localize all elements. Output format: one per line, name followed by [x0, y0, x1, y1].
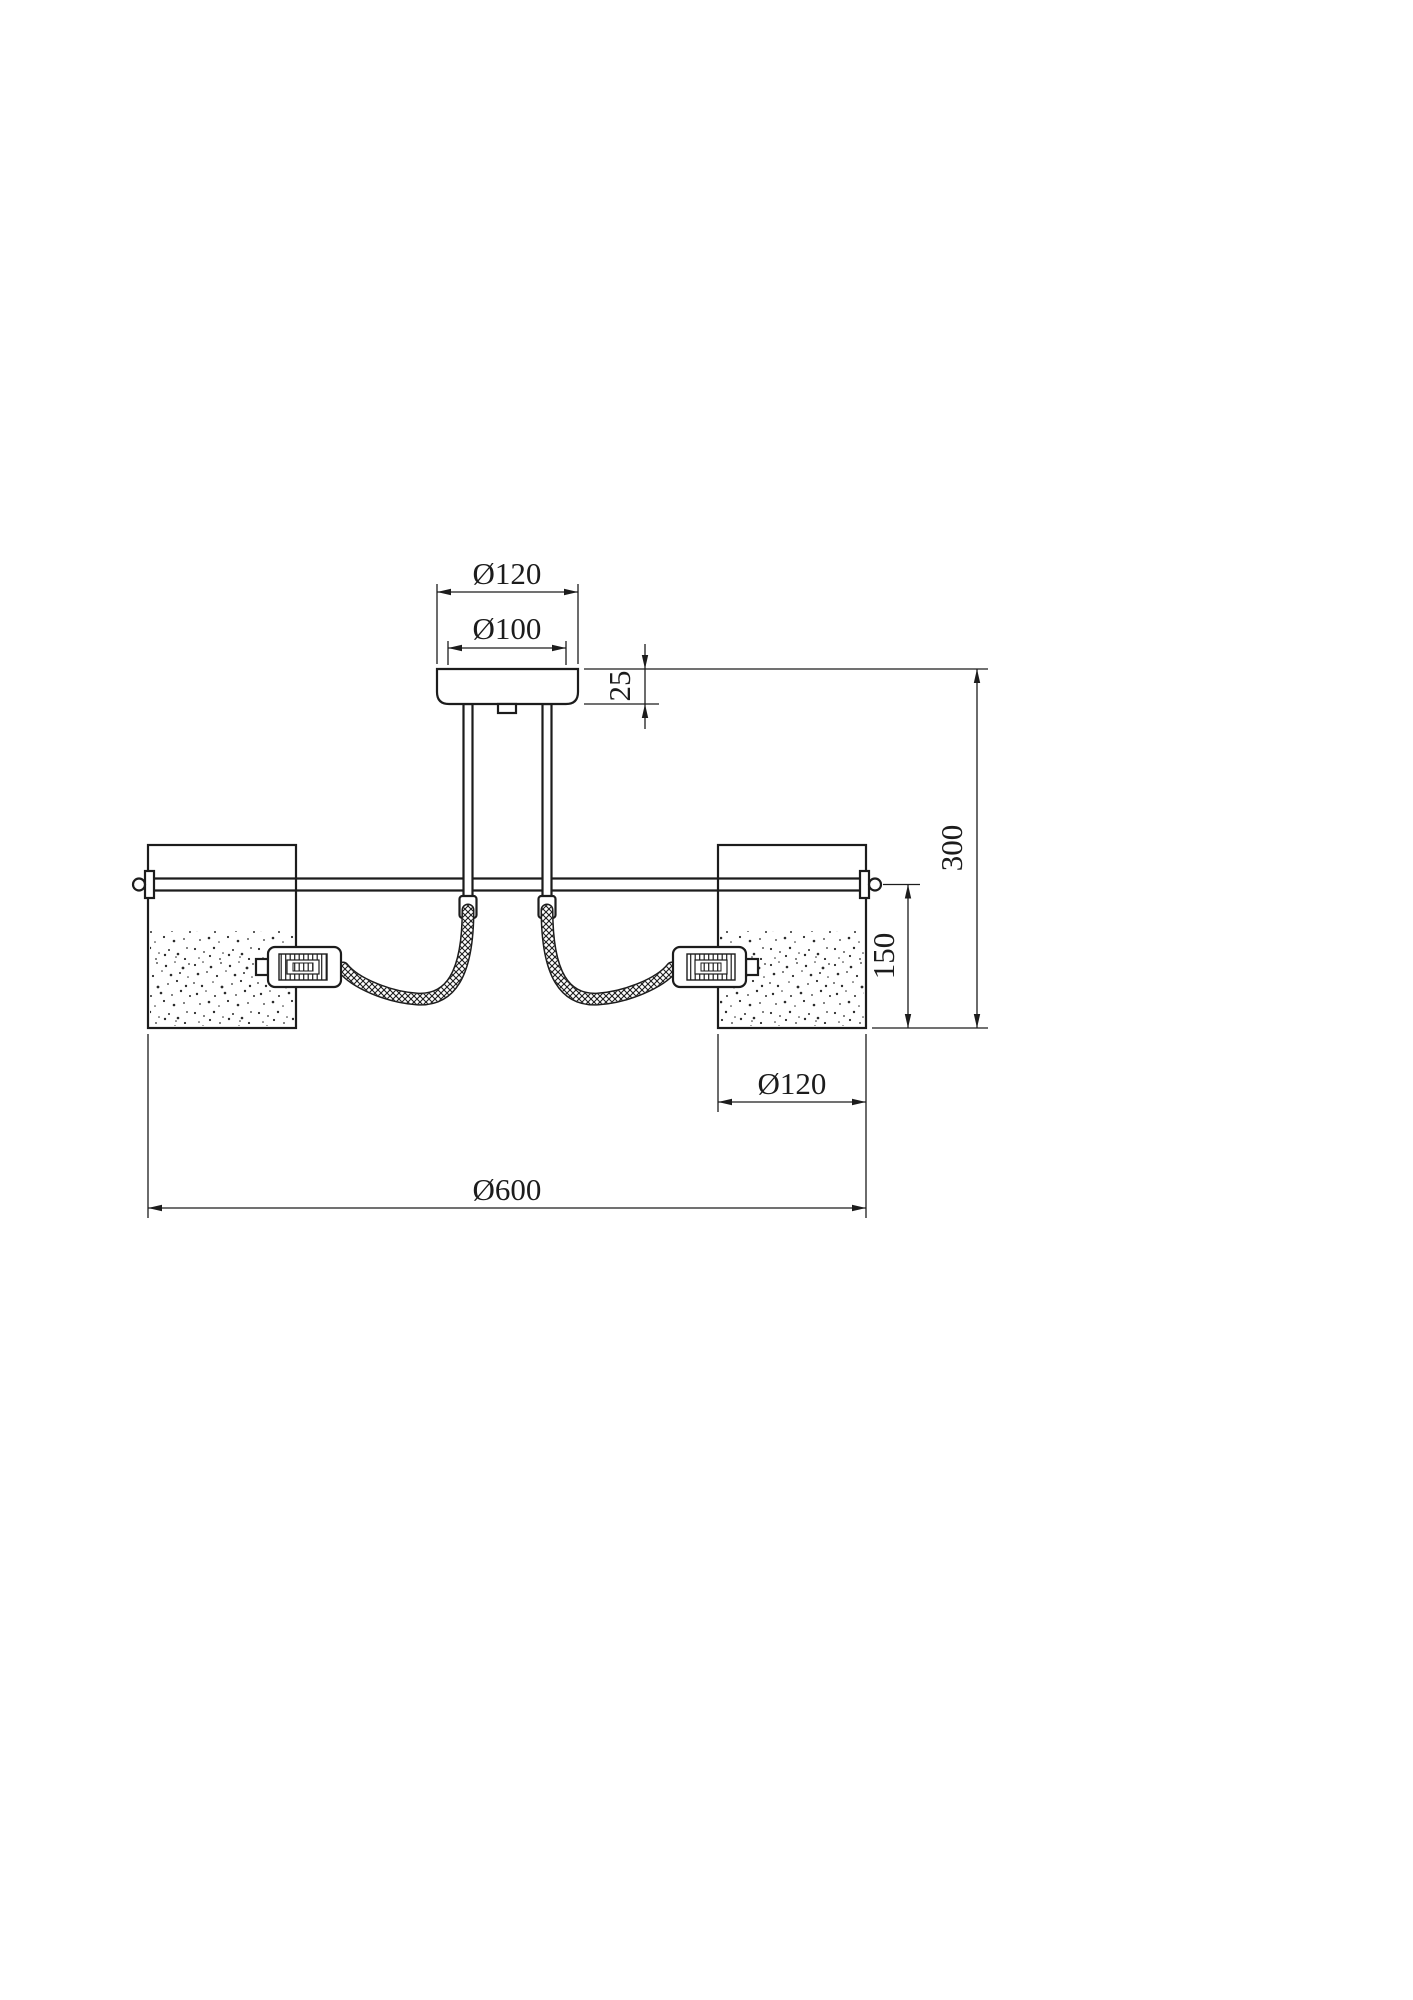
dim-canopy-inner-diameter: Ø100 — [447, 611, 567, 665]
ceiling-canopy — [435, 667, 580, 715]
canopy-nipple — [496, 702, 518, 715]
dim-overall-height: 300 — [872, 669, 988, 1029]
dim-canopy-height: 25 — [584, 644, 988, 729]
right-cable — [540, 903, 679, 1006]
dimension-label: 150 — [866, 933, 901, 980]
stem-rods — [458, 702, 557, 920]
right-arm-cap — [858, 869, 871, 900]
left-arm-finial — [131, 877, 147, 892]
dim-shade-height: 150 — [866, 883, 920, 1028]
left-shade — [146, 843, 298, 1030]
dimension-label: Ø120 — [473, 556, 542, 591]
left-arm-cap — [143, 869, 156, 900]
dim-overall-diameter: Ø600 — [147, 1034, 866, 1218]
right-rod — [541, 702, 553, 918]
right-socket-tip — [744, 957, 760, 977]
dimension-label: 300 — [934, 825, 969, 872]
dim-shade-diameter: Ø120 — [717, 1034, 867, 1218]
cross-arm — [131, 869, 883, 900]
right-lamp-socket — [671, 945, 760, 989]
dimension-label: 25 — [602, 671, 637, 702]
dimension-label: Ø100 — [473, 611, 542, 646]
dimension-label: Ø600 — [473, 1172, 542, 1207]
dim-canopy-outer-diameter: Ø120 — [436, 556, 579, 664]
left-cable — [336, 903, 475, 1006]
right-shade — [716, 843, 868, 1030]
left-lamp-socket — [254, 945, 343, 989]
right-arm-finial — [867, 877, 883, 892]
left-rod — [462, 702, 474, 918]
left-socket-tip — [254, 957, 270, 977]
dimension-label: Ø120 — [758, 1066, 827, 1101]
